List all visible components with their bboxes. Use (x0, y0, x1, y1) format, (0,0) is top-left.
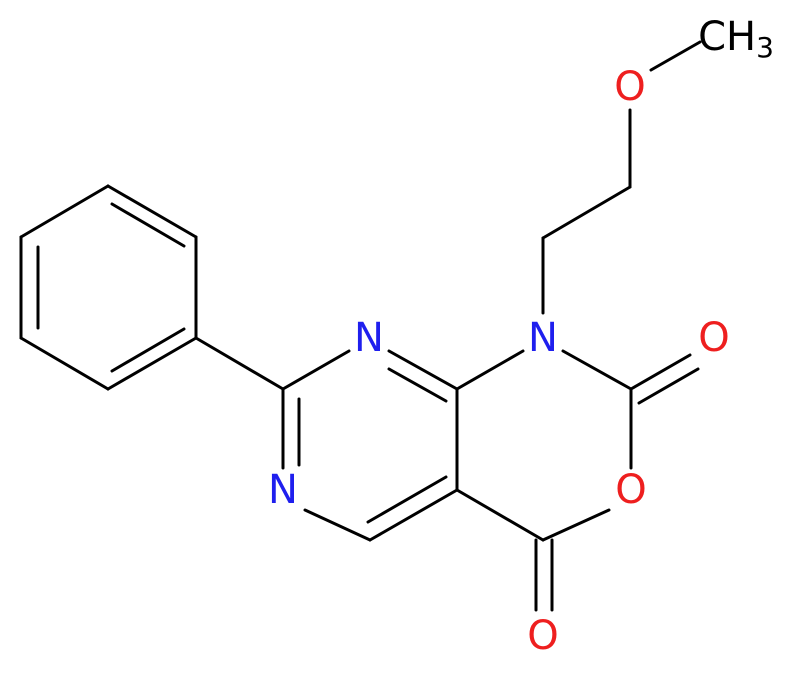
atom-methyl-subscript: 3 (756, 31, 774, 64)
bond-phenyl-4 (19, 336, 110, 391)
bond-o-ring-c4 (541, 508, 611, 542)
bond-phenyl-pyrimidine (194, 336, 285, 391)
bond-phenyl-3 (106, 336, 198, 391)
bond-c2-n3 (281, 349, 351, 391)
bond-c5-c4a (368, 488, 459, 542)
atom-n-oxazine: N (528, 315, 558, 361)
bond-o-ether-ch3 (649, 40, 702, 72)
bond-phenyl-3-inner (110, 327, 186, 373)
atom-methyl-symbol: CH (698, 14, 756, 60)
bond-n-lower-c5 (303, 508, 372, 542)
atom-o-carbonyl-right: O (698, 315, 729, 361)
bond-n1-c2 (561, 349, 633, 391)
bond-phenyl-6 (19, 184, 110, 239)
bond-c8a-n1 (455, 349, 525, 391)
atom-o-carbonyl-bottom: O (527, 613, 558, 659)
bond-phenyl-1 (106, 184, 198, 239)
bond-ch2-ch2 (541, 185, 632, 240)
bond-phenyl-1-inner (110, 202, 186, 248)
bond-c2-o-carbonyl-2 (637, 367, 700, 405)
atom-o-ether: O (614, 64, 645, 110)
atom-n-pyrimidine-top: N (354, 315, 384, 361)
atom-labels: N N N O O O O CH3 (268, 14, 774, 659)
bond-c5-c4a-inner (366, 475, 448, 524)
atom-o-ring: O (615, 467, 646, 513)
bond-c4-c4a (455, 488, 545, 542)
atom-methyl: CH3 (698, 14, 774, 64)
bonds (19, 40, 702, 612)
bond-c2-o-carbonyl (629, 353, 692, 391)
bond-n3-c8a (387, 349, 459, 391)
atom-n-pyrimidine-bottom: N (268, 467, 298, 513)
bond-n3-c8a-inner (387, 367, 448, 403)
